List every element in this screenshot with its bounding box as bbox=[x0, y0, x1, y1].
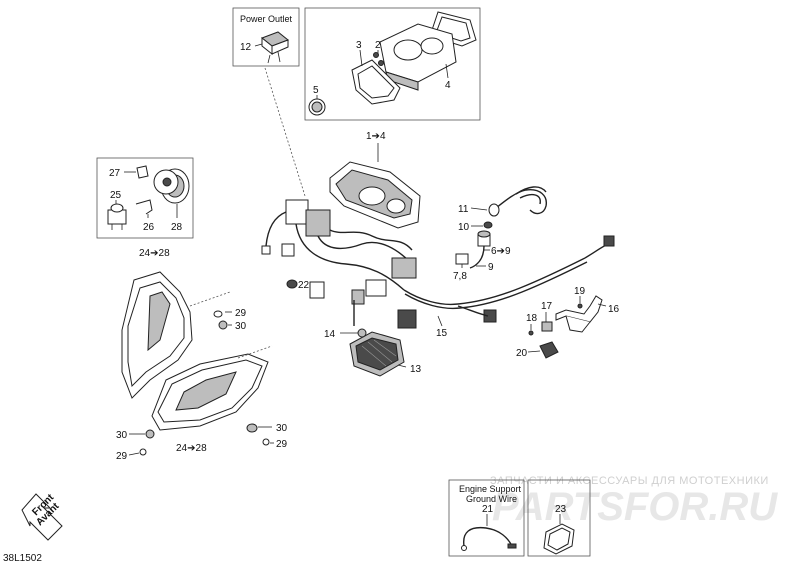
callout-4: 4 bbox=[445, 80, 451, 91]
main-wiring-harness-part[interactable] bbox=[261, 199, 615, 329]
callout-30-right: 30 bbox=[276, 423, 288, 434]
seal-ring-part[interactable] bbox=[543, 523, 575, 555]
callout-29-upper: 29 bbox=[235, 308, 247, 319]
seal-ring-frame bbox=[527, 479, 591, 557]
gauge-box: 3 2 4 5 bbox=[304, 7, 481, 121]
watermark-caption: ЗАПЧАСТИ И АКСЕССУАРЫ ДЛЯ МОТОТЕХНИКИ bbox=[490, 475, 769, 487]
leader-29-left bbox=[128, 452, 140, 456]
switch-connector-part[interactable] bbox=[455, 253, 469, 265]
power-outlet-part[interactable] bbox=[261, 31, 289, 64]
callout-5: 5 bbox=[313, 85, 319, 96]
headlight-housing-part[interactable] bbox=[121, 271, 193, 399]
callout-23: 23 bbox=[555, 504, 567, 515]
callout-16: 16 bbox=[608, 304, 620, 315]
figure-code: 38L1502 bbox=[3, 553, 42, 564]
callout-1-4: 1➔4 bbox=[366, 131, 386, 142]
callout-28: 28 bbox=[171, 222, 183, 233]
ground-wire-frame bbox=[448, 479, 525, 557]
callout-30-upper: 30 bbox=[235, 321, 247, 332]
ignition-nut-part[interactable] bbox=[483, 221, 493, 229]
power-outlet-frame bbox=[232, 7, 300, 67]
guide-power-outlet bbox=[264, 67, 306, 197]
headlight-bulb-frame bbox=[96, 157, 194, 239]
ground-wire-title-1: Engine Support bbox=[459, 484, 522, 494]
callout-18: 18 bbox=[526, 313, 538, 324]
gauge-light-part[interactable] bbox=[308, 98, 326, 116]
gauge-screw-part[interactable] bbox=[373, 52, 384, 66]
grommet-part-upper[interactable] bbox=[213, 310, 228, 330]
ground-wire-box: Engine Support Ground Wire 21 bbox=[448, 479, 525, 557]
leader-12 bbox=[254, 43, 263, 47]
callout-9: 9 bbox=[488, 262, 494, 273]
callout-14: 14 bbox=[324, 329, 336, 340]
grommet-part-lower-left[interactable] bbox=[139, 429, 155, 456]
watermark-brand: PARTSFOR.RU bbox=[492, 485, 778, 529]
bracket-nut-part[interactable] bbox=[577, 303, 583, 309]
leader-4 bbox=[445, 63, 449, 79]
callout-20: 20 bbox=[516, 348, 528, 359]
headlight-bulb-box: 27 25 26 28 bbox=[96, 157, 194, 239]
callout-7-8: 7,8 bbox=[453, 271, 467, 282]
callout-27: 27 bbox=[109, 168, 121, 179]
connector-cap-part[interactable] bbox=[286, 279, 298, 289]
leader-16 bbox=[597, 303, 607, 307]
power-outlet-title: Power Outlet bbox=[240, 14, 293, 24]
callout-22: 22 bbox=[298, 280, 310, 291]
gauge-housing-part[interactable] bbox=[351, 59, 401, 105]
regulator-bolt-part[interactable] bbox=[357, 328, 367, 338]
leader-15 bbox=[437, 315, 443, 327]
power-outlet-box: Power Outlet 12 bbox=[232, 7, 300, 67]
callout-11: 11 bbox=[458, 204, 469, 215]
voltage-regulator-part[interactable] bbox=[349, 331, 405, 377]
leader-13 bbox=[397, 364, 407, 368]
relay-part[interactable] bbox=[541, 321, 553, 332]
callout-19: 19 bbox=[574, 286, 586, 297]
gauge-cluster-part[interactable] bbox=[379, 23, 457, 91]
ignition-tether-part[interactable] bbox=[488, 203, 500, 217]
callout-6-9: 6➔9 bbox=[491, 246, 511, 257]
callout-3: 3 bbox=[356, 40, 362, 51]
relay-bracket-part[interactable] bbox=[555, 295, 603, 333]
leader-3 bbox=[359, 49, 363, 67]
callout-25: 25 bbox=[110, 190, 122, 201]
callout-13: 13 bbox=[410, 364, 422, 375]
headlight-lens-part[interactable] bbox=[151, 353, 269, 431]
callout-24-28-bottom: 24➔28 bbox=[176, 443, 207, 454]
leader-11 bbox=[470, 207, 488, 211]
headlight-bulb-part[interactable] bbox=[107, 203, 127, 230]
grommet-part-lower-right[interactable] bbox=[246, 423, 270, 446]
relay-block-part[interactable] bbox=[539, 341, 559, 359]
ground-wire-title-2: Ground Wire bbox=[466, 494, 517, 504]
ground-wire-part[interactable] bbox=[461, 526, 517, 551]
callout-29-left: 29 bbox=[116, 451, 128, 462]
callout-30-left: 30 bbox=[116, 430, 128, 441]
ignition-key-cord-part[interactable] bbox=[495, 186, 547, 215]
callout-2: 2 bbox=[375, 40, 381, 51]
guide-lens bbox=[237, 345, 273, 359]
callout-29-right: 29 bbox=[276, 439, 288, 450]
callout-26: 26 bbox=[143, 222, 155, 233]
callout-12: 12 bbox=[240, 42, 252, 53]
callout-17: 17 bbox=[541, 301, 553, 312]
seal-ring-box: 23 bbox=[527, 479, 591, 557]
front-direction-arrow: Front Avant bbox=[21, 492, 63, 541]
callout-10: 10 bbox=[458, 222, 470, 233]
gauge-box-frame bbox=[304, 7, 481, 121]
callout-24-28-top: 24➔28 bbox=[139, 248, 170, 259]
bulb-cap-part[interactable] bbox=[136, 165, 149, 179]
guide-housing-upper bbox=[189, 291, 231, 307]
ignition-switch-part[interactable] bbox=[469, 230, 491, 269]
relay-screw-part[interactable] bbox=[528, 330, 534, 336]
headlight-reflector-part[interactable] bbox=[153, 168, 190, 204]
callout-15: 15 bbox=[436, 328, 448, 339]
leader-20 bbox=[527, 350, 541, 353]
callout-21: 21 bbox=[482, 504, 494, 515]
instrument-cluster-part[interactable] bbox=[329, 161, 421, 229]
bulb-clip-part[interactable] bbox=[135, 199, 153, 215]
